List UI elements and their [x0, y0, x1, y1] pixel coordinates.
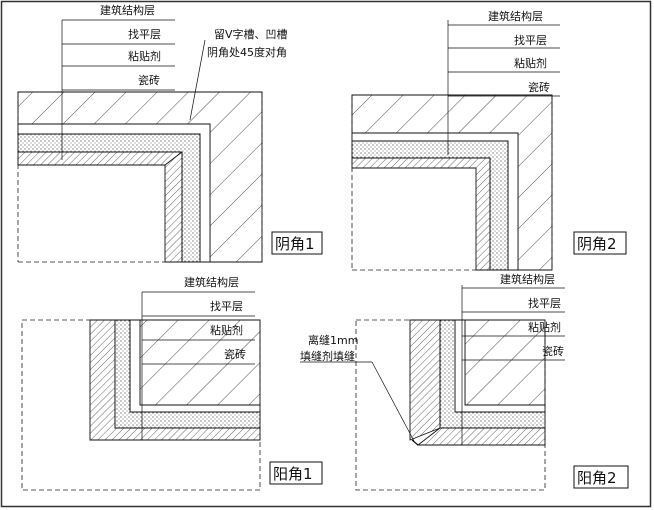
tile-layer	[17, 151, 183, 263]
label-structure: 建筑结构层	[500, 272, 555, 286]
label-leveling: 找平层	[528, 296, 561, 310]
label-tile: 瓷砖	[138, 73, 160, 87]
label-adhesive: 粘贴剂	[128, 49, 161, 63]
structure-layer	[17, 91, 263, 263]
title-box	[269, 461, 323, 485]
boundary-dashed	[21, 319, 261, 491]
panel-title: 阴角2	[577, 235, 617, 253]
label-tile: 瓷砖	[542, 344, 564, 358]
label-tile: 瓷砖	[528, 80, 550, 94]
note-45deg: 阴角处45度对角	[207, 45, 287, 59]
tile-layer-horizontal	[416, 427, 546, 446]
structure-layer	[351, 94, 553, 271]
panel-yin1: 建筑结构层 找平层 粘贴剂 瓷砖 留V字槽、凹槽 阴角处45度对角 阴角1	[17, 3, 323, 263]
label-structure: 建筑结构层	[488, 9, 543, 23]
note-grout: 填缝剂填缝	[300, 349, 355, 363]
label-structure: 建筑结构层	[100, 3, 155, 17]
label-structure: 建筑结构层	[184, 275, 239, 289]
panel-title: 阳角1	[273, 465, 313, 483]
label-adhesive: 粘贴剂	[210, 323, 243, 337]
note-gap: 离缝1mm	[308, 333, 358, 347]
boundary-dashed	[355, 319, 546, 491]
note-groove: 留V字槽、凹槽	[214, 27, 288, 41]
label-leveling: 找平层	[514, 33, 547, 47]
title-box	[573, 231, 627, 255]
title-box	[271, 231, 323, 255]
label-leveling: 找平层	[128, 27, 161, 41]
panel-title: 阳角2	[577, 469, 617, 487]
panel-title: 阴角1	[275, 235, 315, 253]
panel-yin2: 建筑结构层 找平层 粘贴剂 瓷砖 阴角2	[351, 9, 627, 271]
boundary-dashed	[351, 94, 553, 271]
label-adhesive: 粘贴剂	[528, 320, 561, 334]
panel-yang1: 建筑结构层 找平层 粘贴剂 瓷砖 阳角1	[21, 275, 323, 491]
tile-layer	[351, 157, 491, 271]
label-tile: 瓷砖	[224, 347, 246, 361]
tile-layer-vertical	[409, 319, 441, 441]
label-leveling: 找平层	[210, 299, 243, 313]
label-adhesive: 粘贴剂	[514, 56, 547, 70]
tile-layer	[89, 319, 261, 441]
panel-yang2: 建筑结构层 找平层 粘贴剂 瓷砖 离缝1mm 填缝剂填缝 阳角2	[300, 272, 629, 491]
title-box	[573, 465, 629, 489]
